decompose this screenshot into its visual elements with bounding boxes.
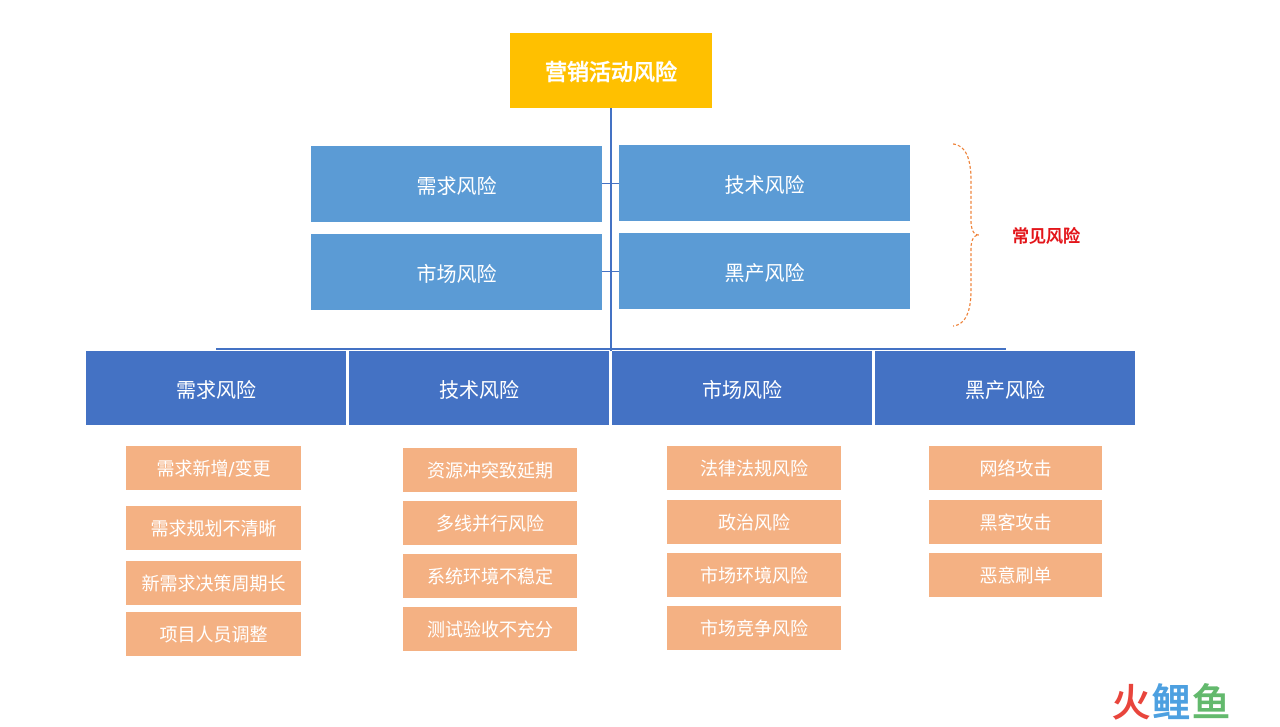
leaf-item-label: 多线并行风险	[436, 514, 544, 535]
leaf-item: 政治风险	[667, 500, 841, 544]
common-risk-label: 需求风险	[416, 173, 497, 198]
leaf-item-label: 需求规划不清晰	[150, 519, 277, 540]
leaf-item-label: 资源冲突致延期	[427, 461, 553, 482]
category-box-tech: 技术风险	[349, 351, 609, 425]
leaf-item: 需求新增/变更	[126, 446, 301, 490]
common-risk-box-3: 市场风险	[311, 234, 602, 310]
leaf-item: 多线并行风险	[403, 501, 577, 545]
leaf-item: 项目人员调整	[126, 612, 301, 656]
leaf-item-label: 政治风险	[718, 513, 790, 534]
leaf-item-label: 网络攻击	[979, 459, 1052, 480]
leaf-item: 市场竞争风险	[667, 606, 841, 650]
leaf-item: 资源冲突致延期	[403, 448, 577, 492]
category-label: 市场风险	[702, 377, 782, 402]
common-risk-box-4: 黑产风险	[619, 233, 910, 309]
category-label: 黑产风险	[965, 377, 1045, 402]
leaf-item: 法律法规风险	[667, 446, 841, 490]
root-node-label: 营销活动风险	[544, 60, 677, 86]
leaf-item-label: 新需求决策周期长	[141, 574, 286, 595]
leaf-item: 恶意刷单	[929, 553, 1102, 597]
category-label: 技术风险	[439, 377, 519, 402]
category-box-demand: 需求风险	[86, 351, 346, 425]
common-risk-brace	[952, 143, 980, 327]
leaf-item-label: 市场环境风险	[700, 566, 808, 587]
watermark-char: 鲤	[1152, 681, 1193, 725]
common-risk-label: 市场风险	[416, 261, 497, 286]
leaf-item-label: 恶意刷单	[979, 566, 1052, 587]
common-connector-bottom	[602, 271, 620, 272]
leaf-item: 测试验收不充分	[403, 607, 577, 651]
common-risk-box-2: 技术风险	[619, 145, 910, 221]
leaf-item-label: 项目人员调整	[159, 625, 268, 646]
root-connector-vertical	[610, 108, 612, 351]
leaf-item-label: 需求新增/变更	[156, 459, 271, 480]
leaf-item-label: 测试验收不充分	[427, 620, 553, 641]
category-box-market: 市场风险	[612, 351, 872, 425]
common-risk-title: 常见风险	[1012, 227, 1080, 247]
category-box-blackmarket: 黑产风险	[875, 351, 1135, 425]
leaf-item: 系统环境不稳定	[403, 554, 577, 598]
leaf-item: 需求规划不清晰	[126, 506, 301, 550]
watermark-char: 火	[1112, 681, 1153, 725]
watermark-char: 鱼	[1192, 681, 1233, 725]
leaf-item: 市场环境风险	[667, 553, 841, 597]
common-risk-label: 黑产风险	[724, 260, 805, 285]
leaf-item-label: 市场竞争风险	[700, 619, 808, 640]
category-connector-horizontal	[216, 348, 1006, 350]
root-node: 营销活动风险	[510, 33, 712, 108]
common-connector-top	[602, 183, 620, 184]
common-risk-box-1: 需求风险	[311, 146, 602, 222]
leaf-item-label: 法律法规风险	[700, 459, 808, 480]
leaf-item: 网络攻击	[929, 446, 1102, 490]
category-label: 需求风险	[176, 377, 256, 402]
leaf-item: 黑客攻击	[929, 500, 1102, 544]
common-risk-label: 技术风险	[724, 172, 805, 197]
leaf-item-label: 黑客攻击	[979, 513, 1052, 534]
leaf-item: 新需求决策周期长	[126, 561, 301, 605]
watermark-logo: 火鲤鱼	[1112, 672, 1232, 727]
leaf-item-label: 系统环境不稳定	[427, 567, 553, 588]
